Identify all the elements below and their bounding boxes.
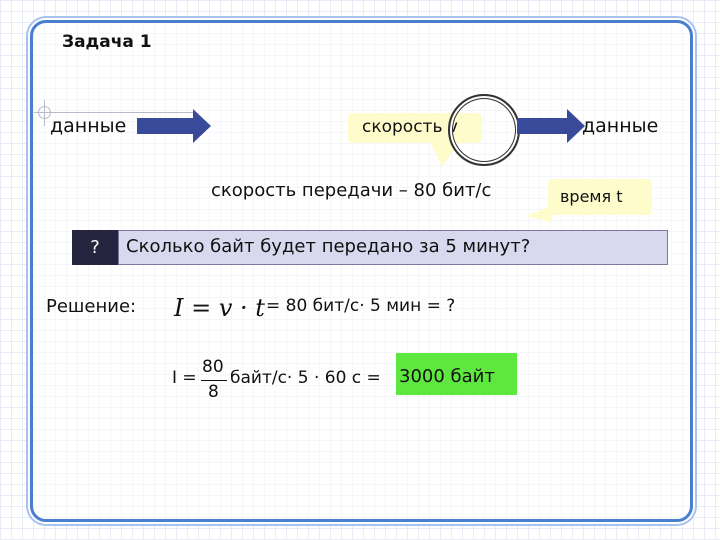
rate-text: скорость передачи – 80 бит/с xyxy=(211,180,492,201)
input-data-label: данные xyxy=(50,115,127,137)
formula-rest: = 80 бит/с· 5 мин = ? xyxy=(266,296,456,316)
fraction-denominator: 8 xyxy=(208,382,219,402)
question-mark-icon: ? xyxy=(72,230,118,265)
task-title: Задача 1 xyxy=(62,32,152,52)
slide-frame xyxy=(30,20,693,522)
time-callout: время t xyxy=(548,179,652,215)
question-text: Сколько байт будет передано за 5 минут? xyxy=(126,236,531,257)
input-arrow xyxy=(137,109,211,143)
decor-line-horizontal xyxy=(34,112,194,113)
question-bar xyxy=(118,230,668,265)
output-data-label: данные xyxy=(582,115,659,137)
fraction-numerator: 80 xyxy=(202,357,224,377)
calc-prefix: I = xyxy=(172,368,197,388)
time-callout-tail xyxy=(526,206,552,222)
ring-icon xyxy=(448,94,520,166)
fraction-line xyxy=(201,380,227,381)
speed-label: скорость v xyxy=(362,117,458,137)
decor-circle-icon xyxy=(38,106,51,119)
answer-value: 3000 байт xyxy=(399,366,495,387)
time-label: время t xyxy=(560,187,623,206)
calc-middle: байт/с· 5 · 60 с = xyxy=(230,368,381,388)
solution-label: Решение: xyxy=(46,296,137,317)
formula-main: I = v · t xyxy=(174,294,265,322)
answer-highlight xyxy=(396,353,517,395)
output-arrow xyxy=(517,109,585,143)
